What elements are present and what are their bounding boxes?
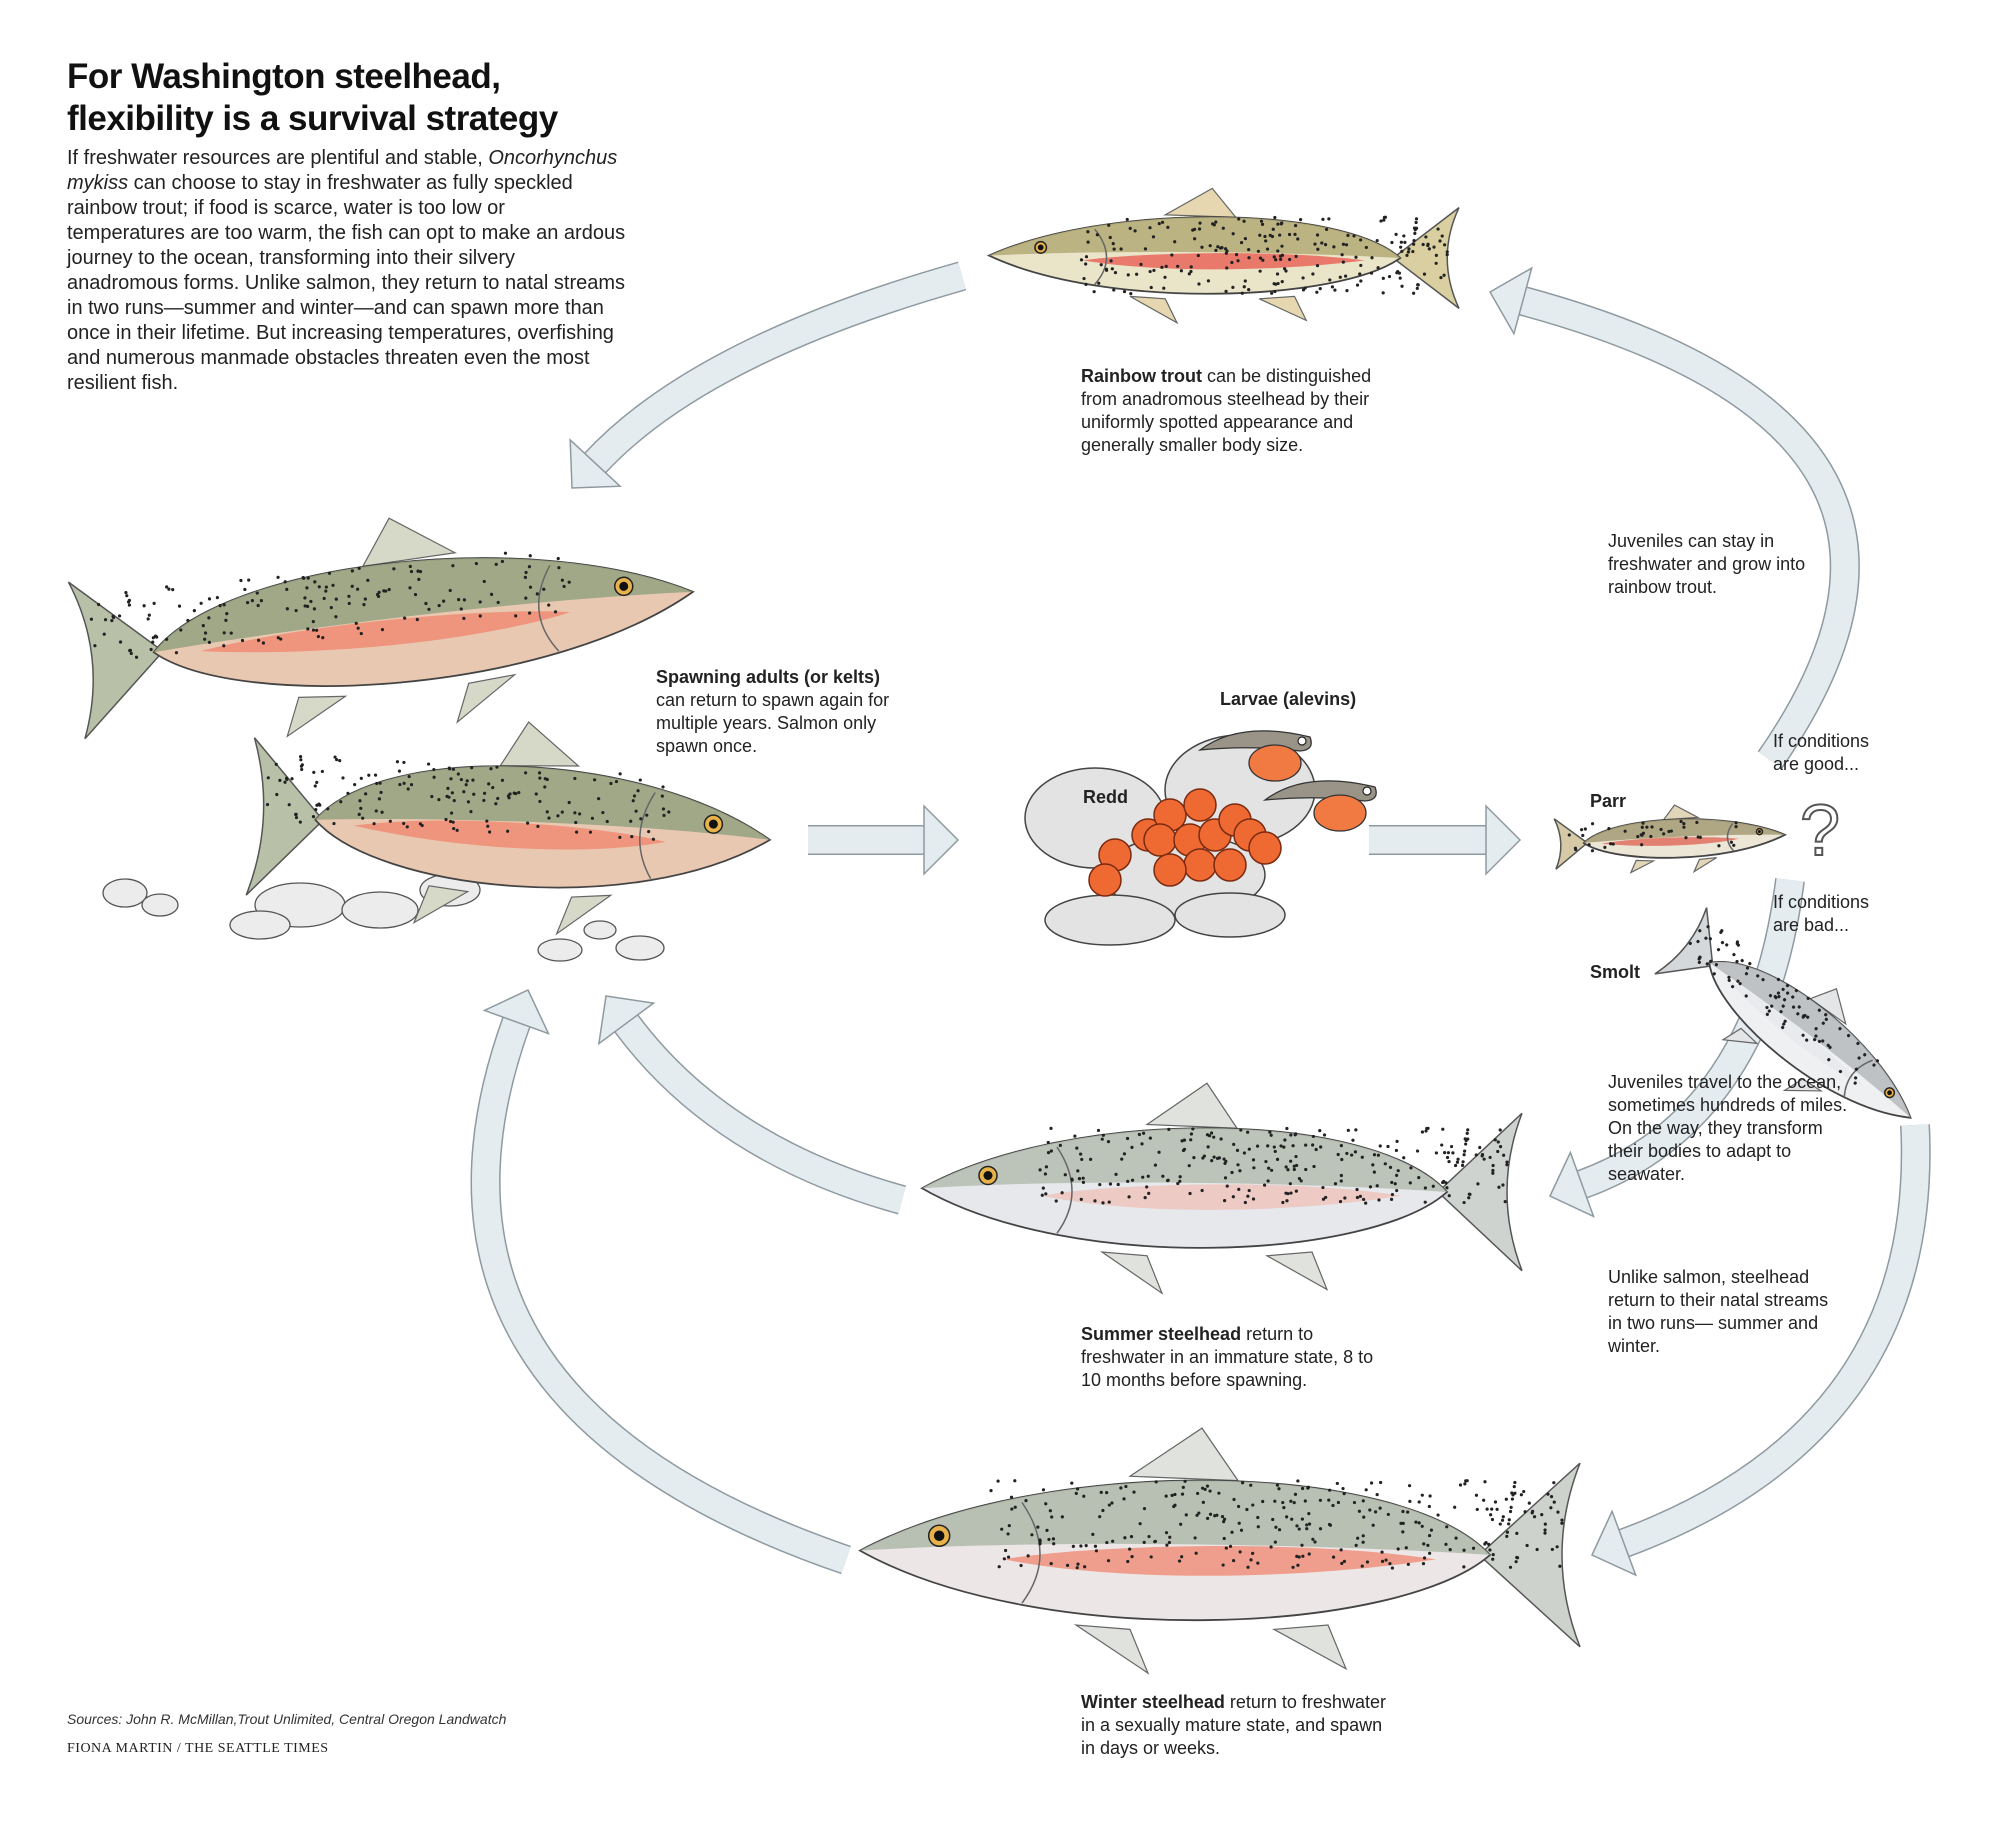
title-line-1: For Washington steelhead, [67, 57, 501, 96]
egg [1153, 853, 1187, 887]
caption-text: can be distinguished from anadromous ste… [1081, 366, 1372, 455]
arrow-rainbow-to-adults [569, 261, 967, 489]
title-line-2: flexibility is a survival strategy [67, 99, 558, 138]
redd-label: Redd [1083, 787, 1128, 807]
parr-fish [1553, 804, 1788, 874]
rainbow-trout-caption: Rainbow trout can be distinguished from … [1081, 365, 1391, 457]
intro-paragraph: If freshwater resources are plentiful an… [67, 146, 627, 396]
egg [1143, 823, 1177, 857]
sources-note: Sources: John R. McMillan,Trout Unlimite… [67, 1711, 507, 1727]
unlike-salmon-caption: Unlike salmon, steelhead return to their… [1608, 1267, 1829, 1356]
arrow-redd-to-parr [1368, 804, 1522, 876]
species-name: Oncorhynchus mykiss [67, 147, 618, 194]
credit-line: FIONA MARTIN / THE SEATTLE TIMES [67, 1741, 329, 1756]
intro-text-cont: can choose to stay in freshwater as full… [67, 172, 626, 394]
egg [1183, 848, 1217, 882]
egg [1183, 788, 1217, 822]
conditions-good-caption: If conditions are good... [1773, 731, 1870, 774]
life-cycle-arrows [470, 261, 1931, 1577]
summer-steelhead-fish [920, 1082, 1523, 1295]
caption-bold: Winter steelhead [1081, 1692, 1225, 1712]
caption-bold: Rainbow trout [1081, 366, 1202, 386]
intro-text: If freshwater resources are plentiful an… [67, 147, 489, 169]
smolt-fish [1654, 907, 1912, 1119]
alevin [1197, 730, 1312, 782]
caption-text: return to freshwater in a sexually matur… [1081, 1692, 1386, 1758]
spawning-adult-fish-upper [67, 517, 695, 740]
fish-illustrations [67, 187, 1912, 1675]
caption-text: can return to spawn again for multiple y… [656, 690, 890, 756]
rock [1174, 892, 1286, 938]
spawning-adult-fish-lower [245, 721, 772, 936]
juveniles-stay-caption: Juveniles can stay in freshwater and gro… [1608, 531, 1806, 597]
rock [1044, 894, 1176, 946]
redd-illustration [1024, 730, 1377, 946]
parr-label: Parr [1590, 791, 1627, 811]
arrow-ocean-to-winter [1591, 1124, 1931, 1577]
summer-steelhead-caption: Summer steelhead return to freshwater in… [1081, 1323, 1381, 1392]
caption-bold: Summer steelhead [1081, 1324, 1242, 1344]
spawning-adults-caption: Spawning adults (or kelts) can return to … [656, 666, 921, 758]
arrow-parr-to-rainbow [1488, 266, 1860, 769]
page-title: For Washington steelhead, flexibility is… [67, 56, 558, 140]
alevin [1262, 780, 1377, 832]
larvae-label: Larvae (alevins) [1220, 689, 1357, 709]
winter-steelhead-fish [858, 1427, 1581, 1675]
rainbow-trout-fish [986, 187, 1460, 325]
egg [1213, 848, 1247, 882]
caption-bold: Spawning adults (or kelts) [656, 667, 881, 687]
egg [1088, 863, 1122, 897]
question-mark-icon: ? [1799, 790, 1841, 872]
juveniles-travel-caption: Juveniles travel to the ocean, sometimes… [1608, 1072, 1848, 1184]
egg [1248, 831, 1282, 865]
arrow-smolt-to-summer [1549, 878, 1805, 1218]
conditions-bad-caption: If conditions are bad... [1773, 892, 1870, 935]
arrow-adults-to-redd [807, 804, 960, 876]
arrow-winter-to-adults [470, 989, 851, 1575]
winter-steelhead-caption: Winter steelhead return to freshwater in… [1081, 1691, 1391, 1760]
arrow-summer-to-adults [597, 995, 906, 1215]
smolt-label: Smolt [1590, 962, 1641, 982]
caption-text: return to freshwater in an immature stat… [1081, 1324, 1374, 1390]
